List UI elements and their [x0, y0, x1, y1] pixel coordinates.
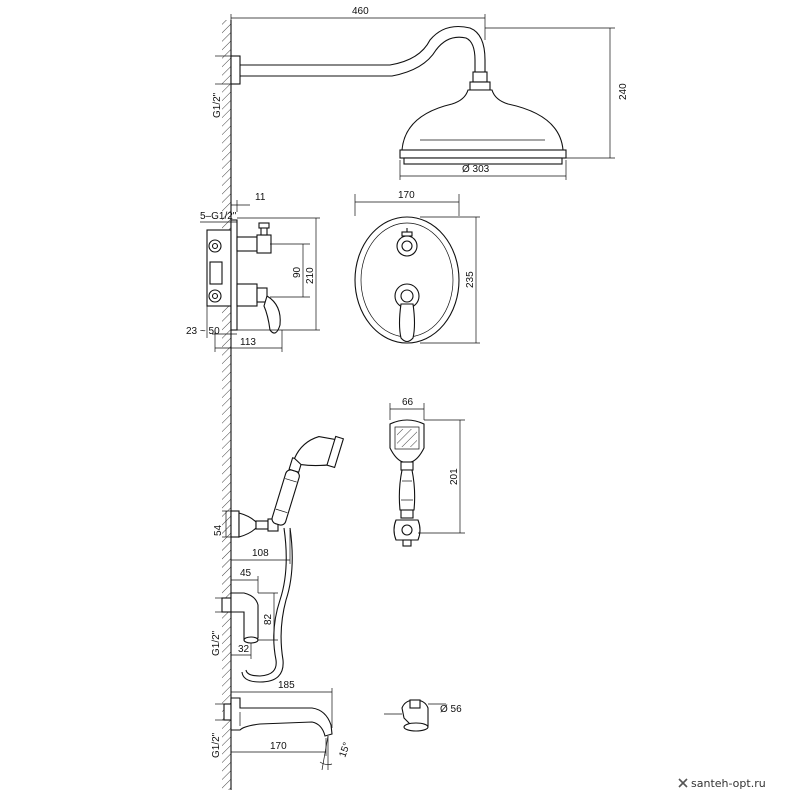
dim-holder-projection: 108: [231, 530, 291, 564]
dim-label: 5–G1/2": [200, 211, 237, 222]
dim-valve-projection: 113: [214, 330, 283, 352]
dim-spout-projection: 170: [231, 738, 327, 756]
dim-outlet-height: 82: [258, 592, 278, 641]
dim-label: G1/2": [211, 630, 222, 656]
dim-head-diameter: Ø 303: [399, 160, 567, 180]
dim-handshower-length: 201: [418, 419, 465, 534]
dim-arm-length: 460: [230, 6, 486, 40]
dim-label: Ø 56: [440, 704, 462, 715]
dim-label: 170: [398, 190, 415, 201]
dim-label: 185: [278, 680, 295, 691]
wall: [222, 20, 232, 790]
dim-spout-angle: 15°: [319, 735, 353, 771]
dim-label: 90: [292, 266, 303, 278]
dim-label: 460: [352, 6, 369, 17]
watermark-text: santeh-opt.ru: [691, 777, 766, 790]
dim-thread-mid: G1/2": [211, 597, 222, 656]
diverter-knob: [401, 699, 429, 732]
handshower-front-view: [389, 419, 425, 547]
dim-plate-height: 235: [420, 216, 480, 344]
dim-thread-top: G1/2": [212, 55, 231, 118]
bath-spout-side-view: [223, 697, 333, 737]
valve-face-plate: [354, 216, 460, 344]
dim-spout-length: 185: [231, 680, 333, 728]
handshower-side-view: [230, 435, 345, 683]
valve-side-view: [206, 219, 281, 334]
dim-label: 113: [240, 337, 256, 348]
dim-valve-thread: 5–G1/2": [200, 211, 237, 223]
dim-handshower-width: 66: [389, 397, 425, 420]
dim-label: 15°: [337, 741, 353, 759]
dim-label: 210: [305, 267, 316, 284]
dim-valve-adjust: 23 ~ 50: [186, 306, 237, 338]
dim-label: 66: [402, 397, 414, 408]
dim-label: G1/2": [211, 732, 222, 758]
dim-label: 240: [618, 83, 629, 100]
dim-label: 23 ~ 50: [186, 326, 220, 337]
cross-icon: [678, 778, 688, 788]
dim-valve-height: 210: [237, 217, 320, 331]
dim-valve-depth: 11: [230, 192, 266, 212]
dim-label: G1/2": [212, 92, 223, 118]
dim-label: 108: [252, 548, 269, 559]
dim-label: 45: [240, 568, 252, 579]
dim-label: 32: [238, 644, 250, 655]
dim-label: 11: [255, 192, 266, 203]
shower-arm-and-head: [230, 25, 567, 165]
wall-outlet-side-view: [221, 592, 259, 644]
dim-plate-width: 170: [354, 190, 460, 216]
dim-label: 82: [263, 613, 274, 625]
dim-label: 54: [213, 524, 224, 536]
dim-valve-spacing: 90: [270, 243, 310, 298]
dim-arm-height: 240: [485, 27, 629, 159]
dim-label: 201: [449, 468, 460, 485]
dim-label: 170: [270, 741, 287, 752]
dim-outlet-depth: 32: [231, 643, 252, 659]
dim-thread-bottom: G1/2": [211, 703, 224, 758]
dim-label: Ø 303: [462, 164, 490, 175]
dim-label: 235: [465, 271, 476, 288]
dim-outlet-projection: 45: [231, 568, 259, 593]
watermark: santeh-opt.ru: [678, 777, 766, 790]
dim-diverter-diameter: Ø 56: [384, 703, 462, 715]
dim-holder-height: 54: [213, 510, 231, 538]
